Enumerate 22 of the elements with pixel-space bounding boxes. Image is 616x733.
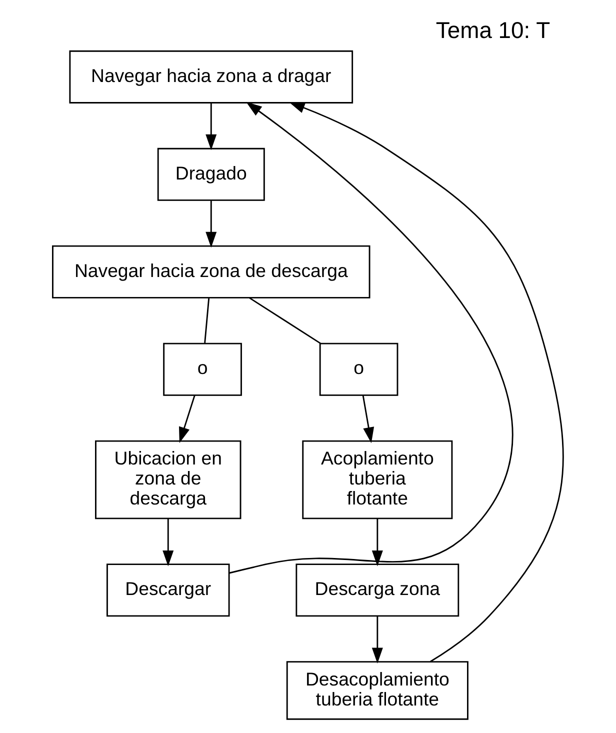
diagram-title: Tema 10: T xyxy=(436,16,550,43)
connector xyxy=(249,297,321,344)
node-box: Descarga zona xyxy=(296,564,460,617)
arrow xyxy=(206,200,217,248)
node-box: Navegar hacia zona a dragar xyxy=(69,50,354,104)
node-box: o xyxy=(163,342,242,396)
arrow xyxy=(206,103,217,150)
arrow xyxy=(362,395,374,444)
node-box: Dragado xyxy=(157,148,265,201)
arrow xyxy=(229,102,513,574)
node-box: Ubicacion en zona de descarga xyxy=(95,440,242,520)
node-box: Acoplamiento tuberia flotante xyxy=(302,440,453,520)
node-box: o xyxy=(319,342,398,396)
arrow xyxy=(288,102,564,662)
node-box: Navegar hacia zona de descarga xyxy=(52,245,370,298)
arrow xyxy=(372,518,383,566)
node-box: Descargar xyxy=(106,564,230,617)
arrow xyxy=(162,518,174,566)
node-box: Desacoplamiento tuberia flotante xyxy=(286,661,468,720)
arrow xyxy=(372,616,383,664)
arrow xyxy=(178,394,196,443)
connector xyxy=(204,298,210,343)
